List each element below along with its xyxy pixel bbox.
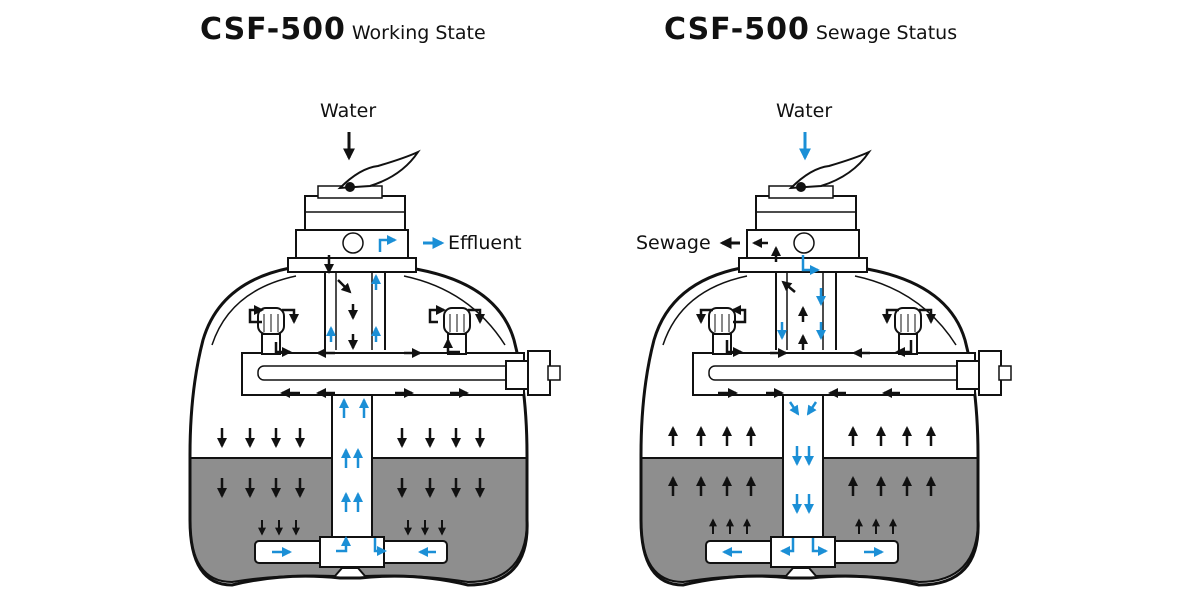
- valve-rotor: [793, 232, 815, 254]
- standpipe-arrows-up: [272, 398, 436, 557]
- media-arrows-up: [668, 476, 936, 534]
- pressure-fitting: [527, 350, 551, 396]
- state-name: Working State: [351, 22, 486, 44]
- valve-handle: [788, 149, 872, 190]
- water-label: Water: [776, 100, 833, 122]
- upper-lateral-left: [708, 307, 736, 355]
- valve-rotor: [342, 232, 364, 254]
- sewage-label: Sewage: [636, 232, 711, 254]
- central-standpipe: [331, 394, 373, 544]
- pressure-fitting: [978, 350, 1002, 396]
- valve-top: [755, 195, 857, 231]
- freeboard-arrows-down: [217, 428, 485, 448]
- upper-lateral-right: [894, 307, 922, 355]
- valve-flow-arrows: [752, 238, 826, 350]
- valve-top: [304, 195, 406, 231]
- model-name: CSF-500: [664, 12, 810, 47]
- freeboard-arrows-up: [668, 426, 936, 446]
- valve-handle: [337, 149, 421, 190]
- filter-diagram: [188, 132, 561, 587]
- header-flow-arrows: [718, 348, 900, 398]
- upper-lateral-left: [257, 307, 285, 355]
- state-name: Sewage Status: [815, 22, 958, 44]
- standpipe-arrows-down: [722, 401, 884, 557]
- valve-flow-arrows: [324, 235, 397, 350]
- filter-diagram: [639, 132, 1012, 587]
- upper-lateral-arrows: [696, 305, 936, 357]
- model-name: CSF-500: [200, 12, 346, 47]
- water-label: Water: [320, 100, 377, 122]
- media-arrows-down: [217, 478, 485, 536]
- effluent-label: Effluent: [448, 232, 522, 254]
- central-standpipe: [782, 394, 824, 544]
- header-flow-arrows: [280, 348, 469, 398]
- upper-lateral-arrows: [248, 305, 485, 357]
